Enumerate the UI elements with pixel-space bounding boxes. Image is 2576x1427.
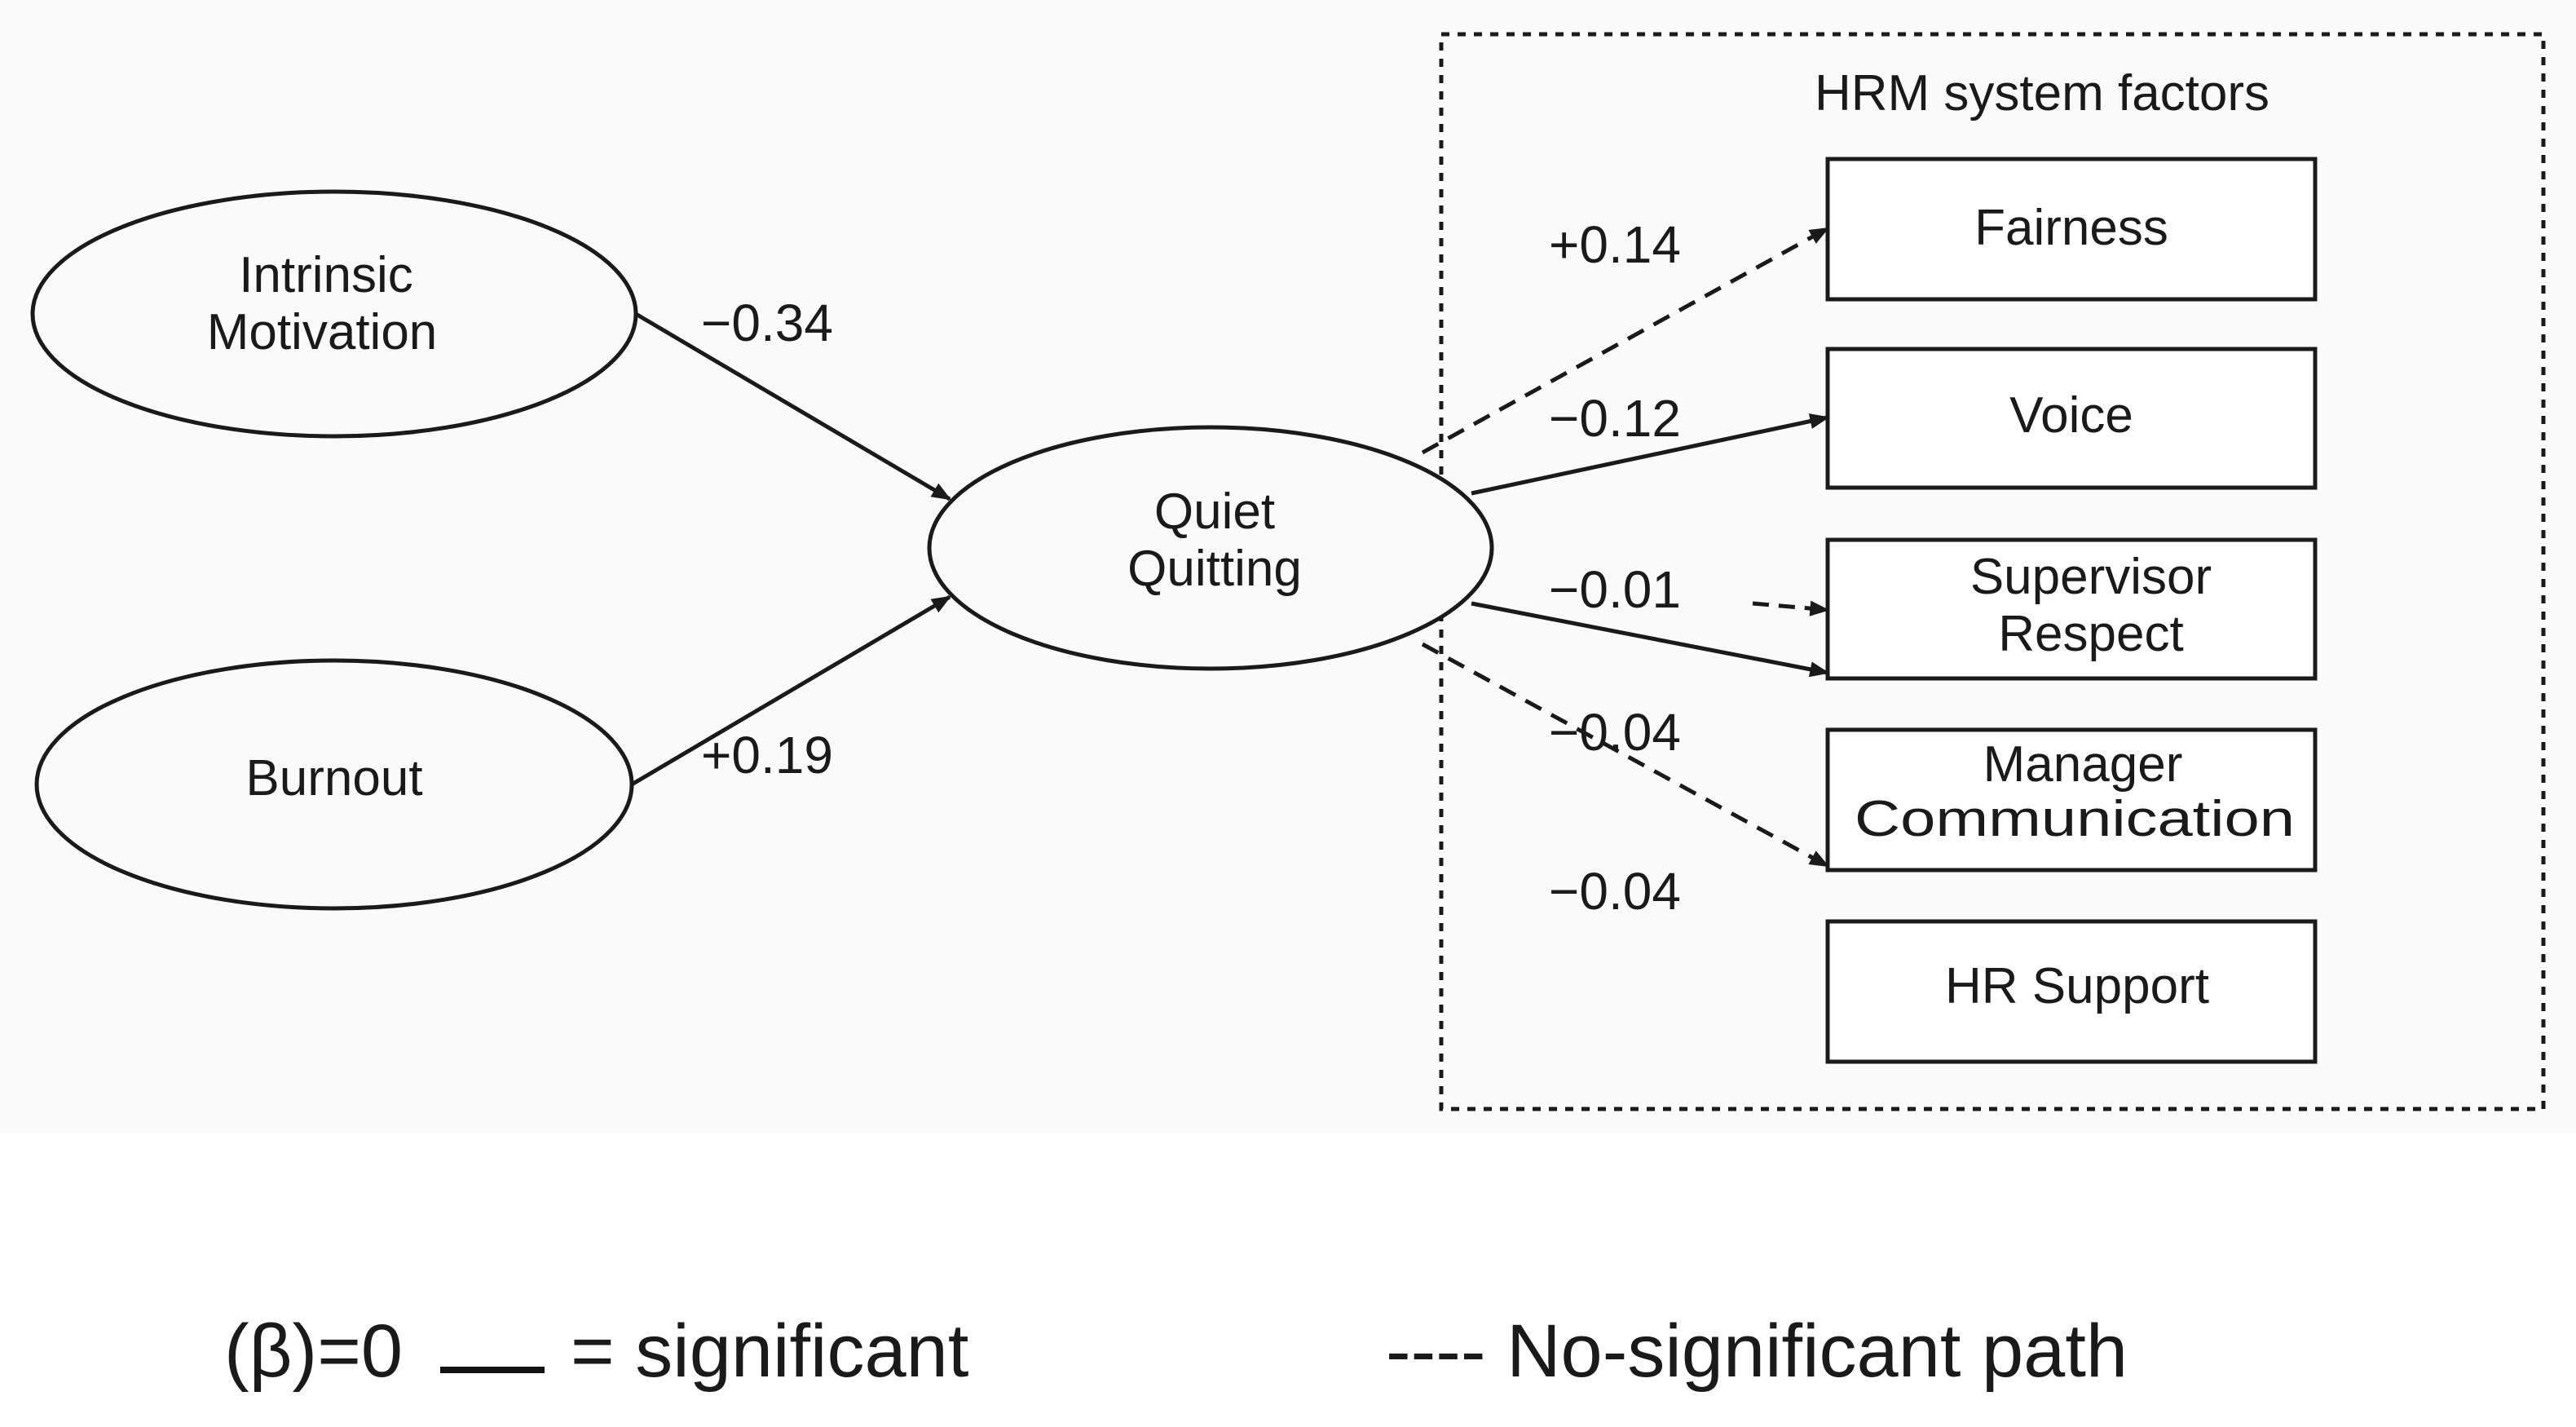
node-manager-communication-line-1: Manager	[1983, 736, 2183, 793]
path-burnout-coefficient: +0.19	[701, 726, 833, 784]
path-quiet-to-supervisor-arrow	[1471, 601, 1830, 678]
node-manager-communication-line-2: Communication	[1855, 791, 2295, 847]
path-supervisor-dashed-tick	[1752, 600, 1830, 616]
node-manager-communication: Manager Communication	[1825, 727, 2318, 873]
path-quiet-to-voice-arrow	[1471, 413, 1830, 496]
node-fairness-label: Fairness	[1974, 200, 2168, 256]
node-hr-support-shape	[1825, 919, 2318, 1064]
path-supervisor-coefficient: −0.01	[1549, 560, 1681, 619]
path-burnout-to-quiet-arrow	[630, 594, 952, 787]
path-hr-support-coefficient: −0.04	[1549, 862, 1681, 921]
node-manager-communication-shape	[1825, 727, 2318, 873]
node-intrinsic-motivation-line-2: Motivation	[207, 304, 438, 360]
legend-significant-suffix: = significant	[571, 1310, 968, 1393]
legend-non-significant: ---- No-significant path	[1386, 1310, 2128, 1393]
node-voice: Voice	[1825, 347, 2318, 490]
path-fairness-coefficient: +0.14	[1549, 215, 1681, 274]
path-quiet-to-fairness-arrow	[1421, 226, 1830, 455]
node-quiet-quitting-line-1: Quiet	[1154, 484, 1275, 540]
node-burnout-label: Burnout	[245, 750, 422, 806]
node-quiet-quitting-line-2: Quitting	[1127, 541, 1302, 597]
node-intrinsic-motivation-line-1: Intrinsic	[239, 247, 413, 303]
node-hr-support: HR Support	[1825, 919, 2318, 1064]
node-supervisor-respect-line-1: Supervisor	[1970, 549, 2212, 605]
node-fairness-shape	[1825, 157, 2318, 302]
path-intrinsic-coefficient: −0.34	[701, 294, 833, 352]
path-manager-coefficient: −0.04	[1549, 703, 1681, 762]
node-voice-label: Voice	[2009, 387, 2133, 444]
path-voice-coefficient: −0.12	[1549, 389, 1681, 448]
node-intrinsic-motivation: Intrinsic Motivation	[30, 189, 638, 439]
node-quiet-quitting-shape	[927, 425, 1494, 671]
node-supervisor-respect-line-2: Respect	[1998, 606, 2183, 662]
path-quiet-to-manager-arrow	[1421, 642, 1830, 868]
node-quiet-quitting: Quiet Quitting	[927, 425, 1494, 671]
hrm-group-label: HRM system factors	[1815, 65, 2269, 121]
node-fairness: Fairness	[1825, 157, 2318, 302]
node-supervisor-respect: Supervisor Respect	[1825, 537, 2318, 681]
legend-significant-prefix: (β)=0	[224, 1310, 403, 1393]
node-burnout: Burnout	[34, 658, 634, 911]
node-hr-support-label: HR Support	[1945, 958, 2209, 1014]
legend: (β)=0 = significant ---- No-significant …	[224, 1310, 2128, 1393]
path-intrinsic-to-quiet-arrow	[634, 311, 952, 501]
